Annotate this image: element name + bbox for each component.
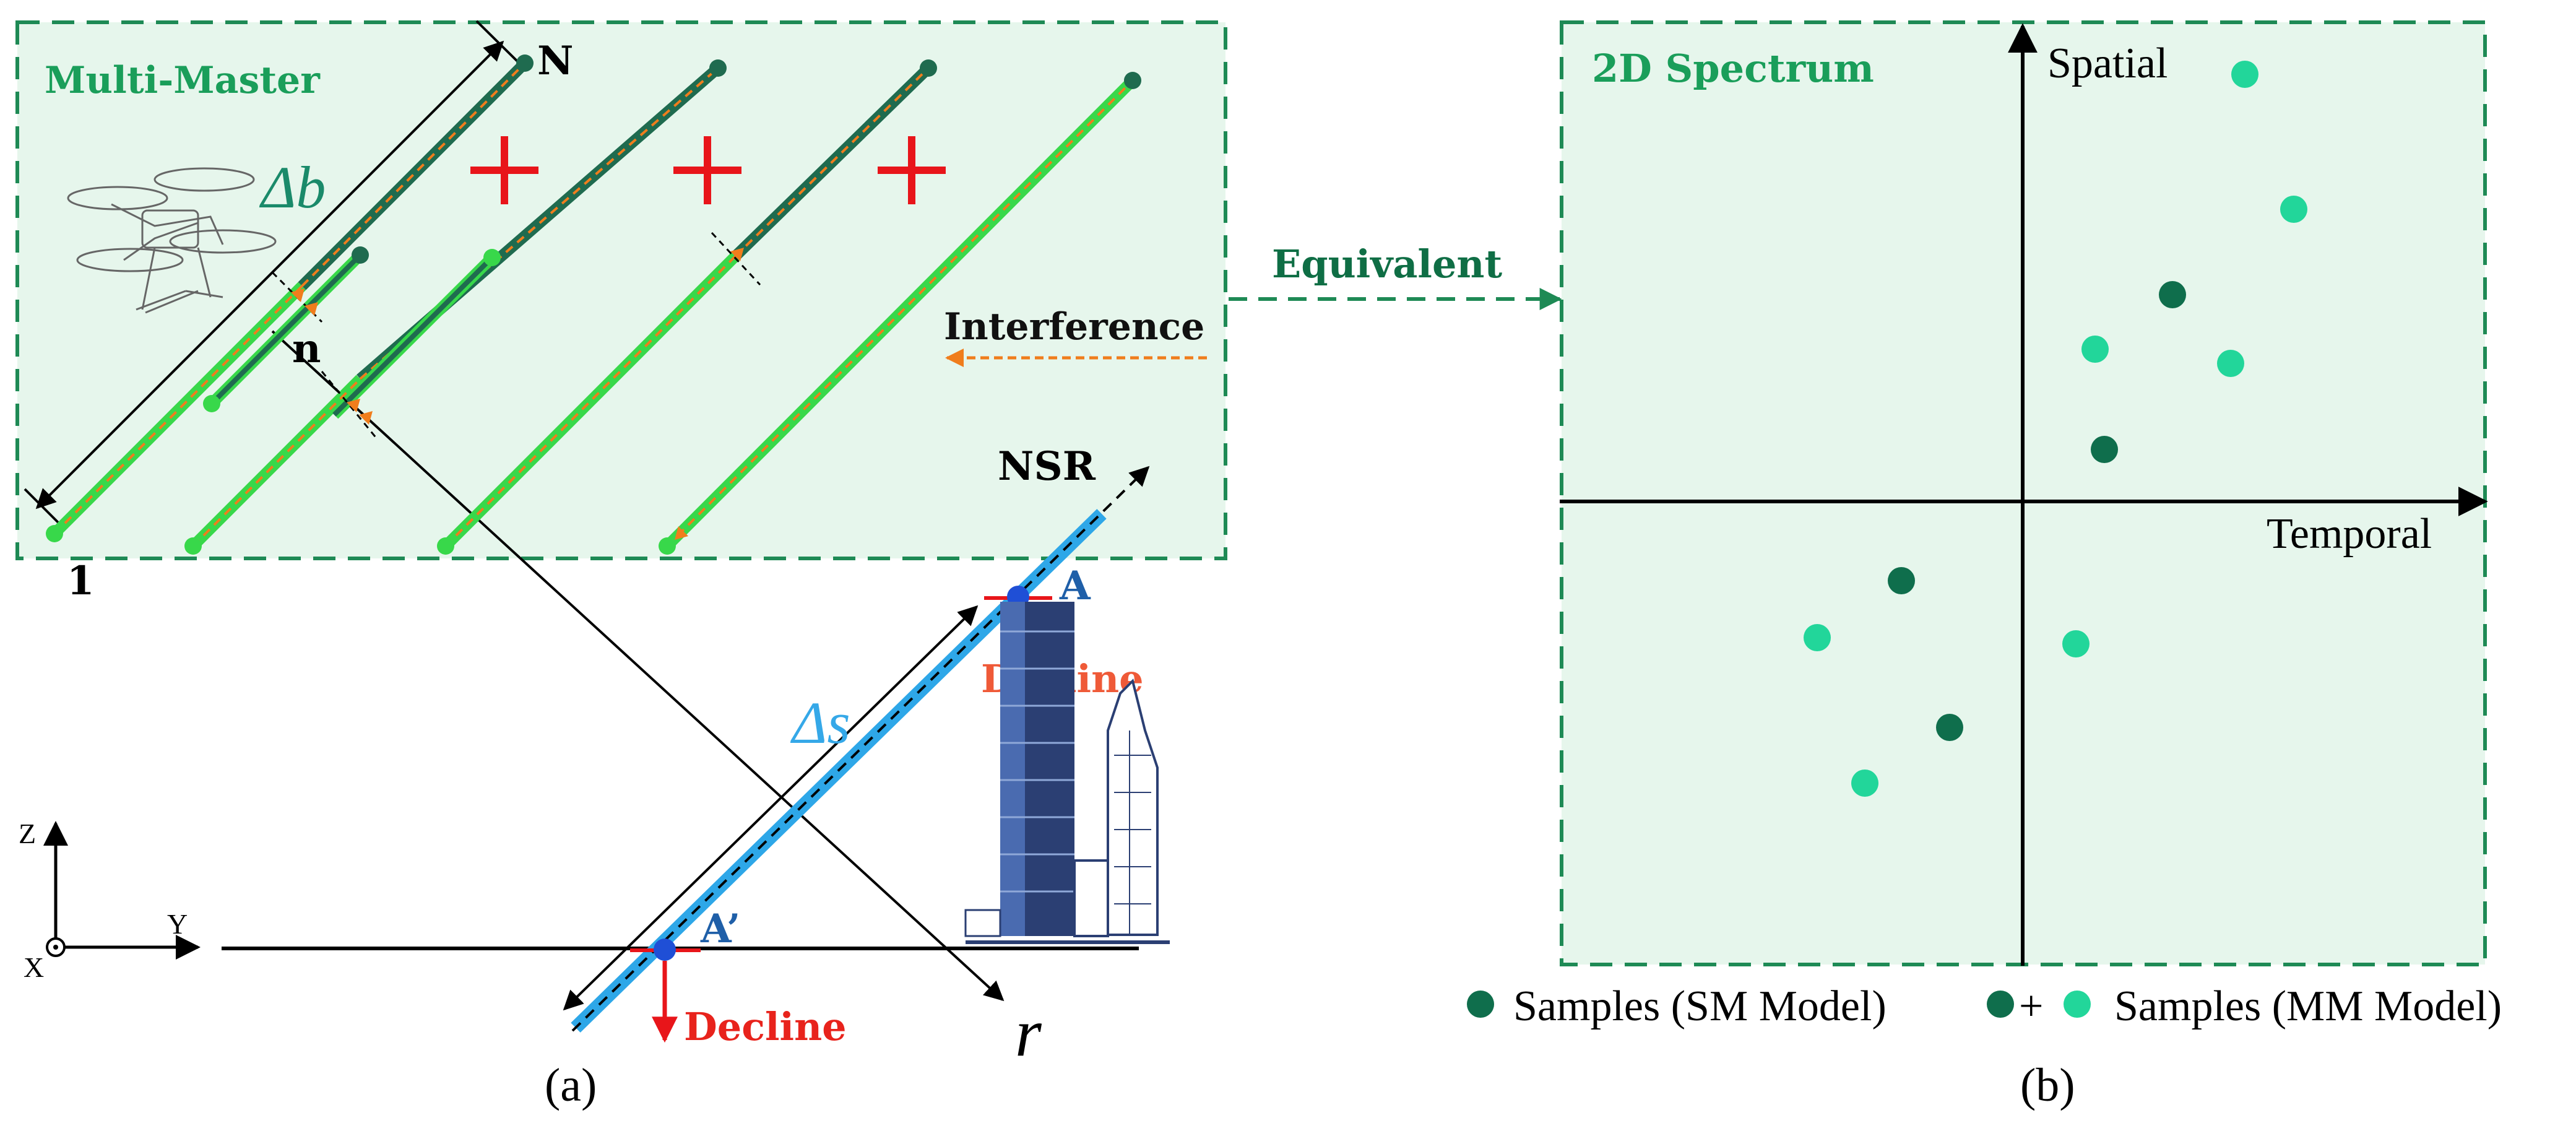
red-cross-icons bbox=[470, 136, 946, 204]
axis-x-label: X bbox=[24, 952, 44, 983]
sm-samples bbox=[1888, 281, 2186, 741]
mm-sample bbox=[2280, 196, 2307, 223]
axis-z-label: Z bbox=[19, 818, 36, 849]
label-1: 1 bbox=[67, 558, 95, 604]
panel-b-caption: (b) bbox=[2020, 1059, 2075, 1111]
legend-sm-text: Samples (SM Model) bbox=[1513, 982, 1887, 1030]
interference-tick-2 bbox=[321, 371, 379, 440]
label-N: N bbox=[537, 38, 574, 84]
point-a-prime-marker bbox=[654, 939, 676, 961]
delta-s-arrow bbox=[563, 605, 979, 1011]
point-a-label: A bbox=[1059, 563, 1091, 609]
baseline-span-arrow bbox=[35, 40, 504, 509]
mm-samples bbox=[1804, 61, 2307, 797]
sm-sample bbox=[1888, 567, 1915, 594]
panel-a: Multi-Master r N 1 n Δb bbox=[15, 20, 1227, 1111]
multi-master-title: Multi-Master bbox=[45, 59, 321, 102]
interference-label: Interference bbox=[944, 305, 1204, 349]
delta-s-label: Δs bbox=[790, 690, 850, 756]
legend: Samples (SM Model) + Samples (MM Model) bbox=[1467, 982, 2502, 1030]
track-1 bbox=[46, 54, 534, 542]
equivalent-label: Equivalent bbox=[1272, 241, 1503, 287]
spectrum-title: 2D Spectrum bbox=[1592, 46, 1874, 91]
mm-sample bbox=[2062, 630, 2090, 657]
buildings-icon bbox=[964, 602, 1170, 944]
track-3 bbox=[437, 59, 937, 555]
point-a-prime-label: A’ bbox=[700, 906, 740, 952]
legend-sm-marker bbox=[1467, 991, 1494, 1018]
axis-y-label: Y bbox=[167, 908, 188, 940]
nsr-label: NSR bbox=[998, 443, 1096, 490]
spatial-axis-label: Spatial bbox=[2047, 40, 2168, 87]
delta-b-label: Δb bbox=[259, 154, 326, 220]
panel-b: 2D Spectrum Spatial Temporal Samples (SM… bbox=[1467, 20, 2502, 1111]
sm-sample bbox=[2159, 281, 2186, 308]
legend-mm-text: Samples (MM Model) bbox=[2114, 982, 2502, 1030]
interference-tick-3 bbox=[711, 232, 761, 286]
range-axis-label: r bbox=[1015, 995, 1042, 1070]
legend-mm-marker-dark bbox=[1987, 991, 2014, 1018]
sm-sample bbox=[2091, 436, 2118, 463]
legend-plus: + bbox=[2019, 982, 2043, 1030]
mm-sample bbox=[2081, 336, 2109, 363]
sm-sample bbox=[1936, 714, 1963, 741]
decline-label-bottom: Decline bbox=[684, 1004, 847, 1049]
mm-sample bbox=[2231, 61, 2258, 88]
legend-mm-marker-light bbox=[2064, 991, 2091, 1018]
baseline-tick-top bbox=[475, 20, 524, 68]
track-2b bbox=[330, 249, 501, 419]
panel-a-caption: (a) bbox=[545, 1059, 597, 1111]
track-4 bbox=[659, 72, 1141, 555]
track-1b bbox=[203, 246, 369, 412]
mm-sample bbox=[1851, 770, 1878, 797]
temporal-axis-label: Temporal bbox=[2267, 510, 2432, 558]
coordinate-axes: Z Y X bbox=[19, 818, 201, 983]
label-n: n bbox=[292, 326, 321, 372]
interference-arrows bbox=[291, 248, 744, 540]
equivalent-connector: Equivalent bbox=[1229, 241, 1562, 310]
master-tracks bbox=[46, 54, 1141, 555]
mm-sample bbox=[1804, 624, 1831, 651]
mm-sample bbox=[2217, 350, 2244, 377]
